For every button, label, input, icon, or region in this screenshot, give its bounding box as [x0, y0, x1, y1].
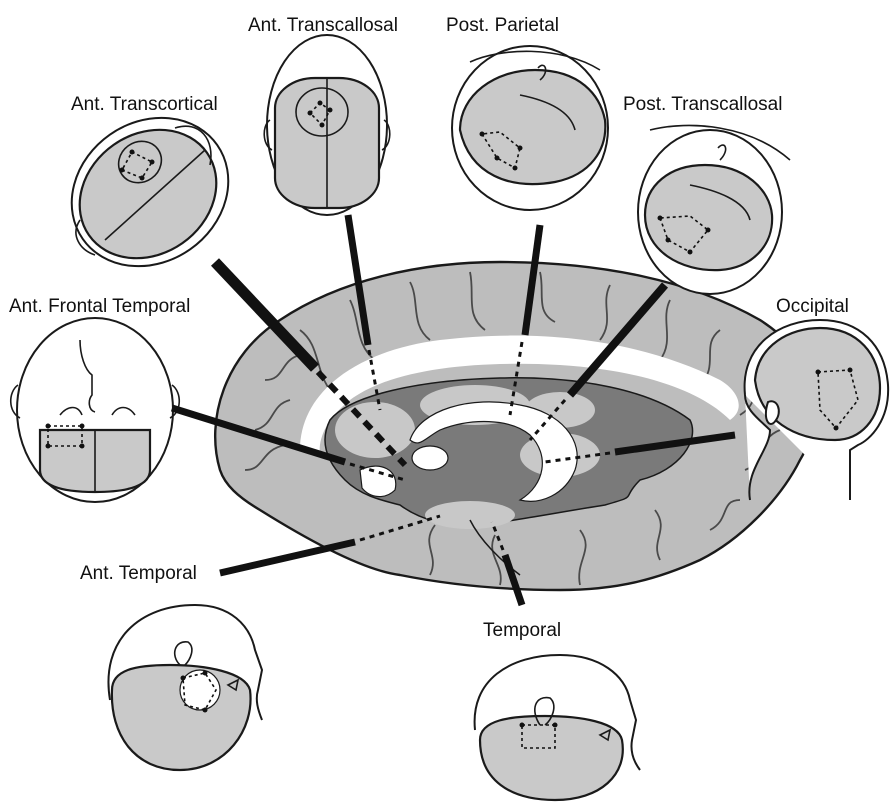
head-ant-frontal-temporal: [11, 318, 180, 502]
label-occipital: Occipital: [776, 297, 849, 316]
label-ant-transcortical: Ant. Transcortical: [71, 95, 218, 114]
head-post-transcallosal: [638, 125, 790, 294]
label-post-transcallosal: Post. Transcallosal: [623, 95, 782, 114]
brain-midsagittal: [215, 262, 815, 590]
label-temporal: Temporal: [483, 621, 561, 640]
head-temporal: [475, 655, 640, 800]
head-ant-transcallosal: [264, 35, 390, 215]
head-post-parietal: [452, 46, 608, 210]
label-ant-transcallosal: Ant. Transcallosal: [248, 16, 398, 35]
label-ant-frontal-temporal: Ant. Frontal Temporal: [9, 297, 190, 316]
label-ant-temporal: Ant. Temporal: [80, 564, 197, 583]
head-ant-temporal: [108, 605, 262, 770]
label-post-parietal: Post. Parietal: [446, 16, 559, 35]
